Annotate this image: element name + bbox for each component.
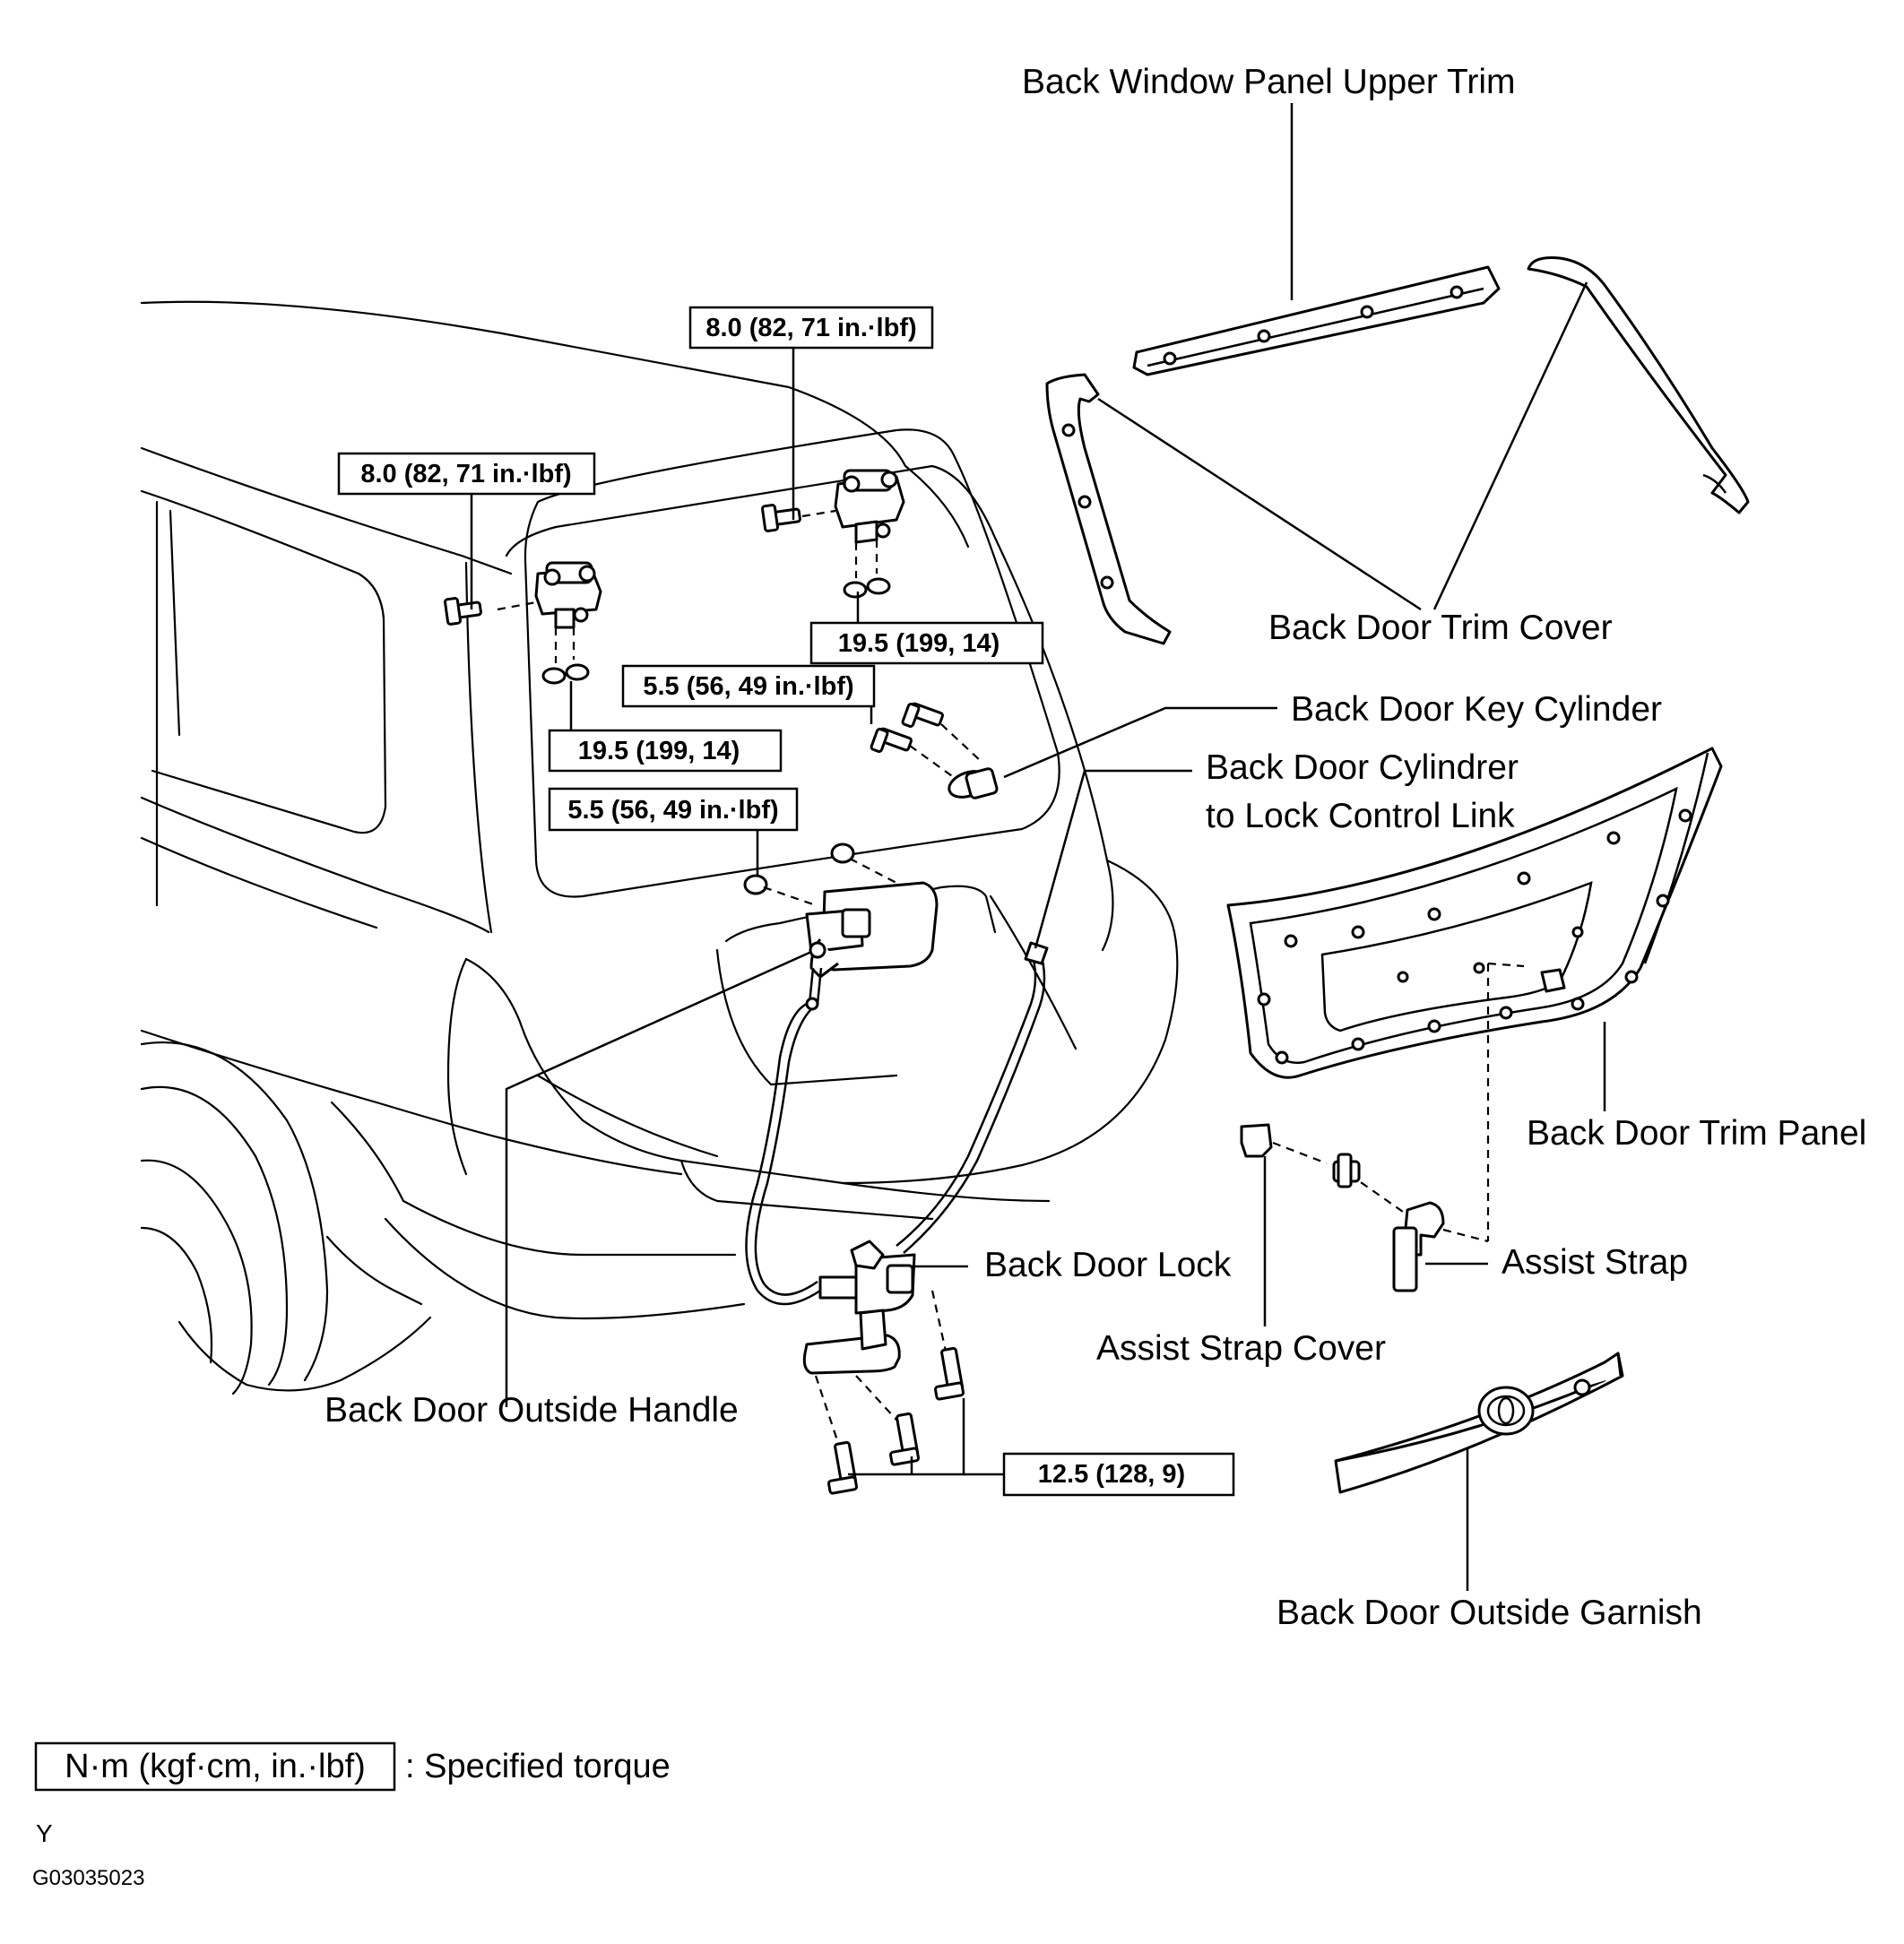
torque-box-outside-handle: 5.5 (56, 49 in.·lbf) (548, 787, 799, 832)
back-door-outside-garnish (1334, 1352, 1624, 1494)
hinge-left (444, 561, 602, 685)
label-back-door-outside-garnish: Back Door Outside Garnish (1277, 1594, 1702, 1632)
torque-value: 8.0 (82, 71 in.·lbf) (360, 460, 571, 488)
label-back-door-cylinder-link-line2: to Lock Control Link (1206, 797, 1515, 835)
legend-unit: N·m (kgf·cm, in.·lbf) (65, 1748, 366, 1785)
outside-handle (743, 842, 939, 979)
label-back-door-trim-panel: Back Door Trim Panel (1527, 1114, 1866, 1153)
label-back-door-cylinder-link-line1: Back Door Cylindrer (1206, 748, 1519, 787)
label-back-door-trim-cover: Back Door Trim Cover (1268, 609, 1613, 647)
torque-value: 5.5 (56, 49 in.·lbf) (567, 796, 778, 825)
back-door-trim-panel (1226, 747, 1723, 1079)
torque-value: 19.5 (199, 14) (578, 737, 740, 765)
footer-code: Y (36, 1819, 53, 1847)
torque-box-lock-bolts: 12.5 (128, 9) (1002, 1452, 1235, 1497)
back-window-panel-upper-trim (1132, 265, 1501, 376)
label-back-window-panel-upper-trim: Back Window Panel Upper Trim (1022, 63, 1516, 101)
label-assist-strap: Assist Strap (1502, 1243, 1688, 1282)
back-door-trim-cover-left (1045, 373, 1172, 645)
label-back-door-outside-handle: Back Door Outside Handle (325, 1391, 739, 1430)
torque-box-hinge-nut-right: 19.5 (199, 14) (809, 621, 1044, 665)
torque-value: 19.5 (199, 14) (838, 629, 1000, 658)
torque-box-key-cylinder: 5.5 (56, 49 in.·lbf) (621, 664, 876, 708)
assist-strap (1332, 962, 1525, 1292)
torque-legend: N·m (kgf·cm, in.·lbf) : Specified torque (34, 1741, 671, 1792)
lock-cables (745, 941, 1049, 1306)
key-cylinder (870, 702, 999, 799)
torque-value: 12.5 (128, 9) (1038, 1460, 1185, 1489)
legend-description: : Specified torque (405, 1748, 671, 1785)
leader-lines (470, 103, 1606, 1591)
back-door-lock (802, 1240, 965, 1495)
label-back-door-lock: Back Door Lock (984, 1246, 1232, 1284)
torque-box-hinge-bolt-right: 8.0 (82, 71 in.·lbf) (688, 306, 934, 350)
assist-strap-cover (1240, 1123, 1328, 1165)
torque-box-hinge-nut-left: 19.5 (199, 14) (548, 729, 783, 773)
label-assist-strap-cover: Assist Strap Cover (1096, 1329, 1386, 1368)
vehicle-body (140, 300, 1179, 1395)
figure-id: G03035023 (32, 1866, 144, 1890)
torque-box-hinge-bolt-left: 8.0 (82, 71 in.·lbf) (337, 452, 596, 496)
back-door-trim-cover-right (1527, 256, 1750, 514)
torque-value: 8.0 (82, 71 in.·lbf) (705, 314, 916, 342)
label-back-door-key-cylinder: Back Door Key Cylinder (1291, 690, 1662, 729)
hinge-right (761, 469, 905, 599)
torque-value: 5.5 (56, 49 in.·lbf) (643, 672, 853, 701)
